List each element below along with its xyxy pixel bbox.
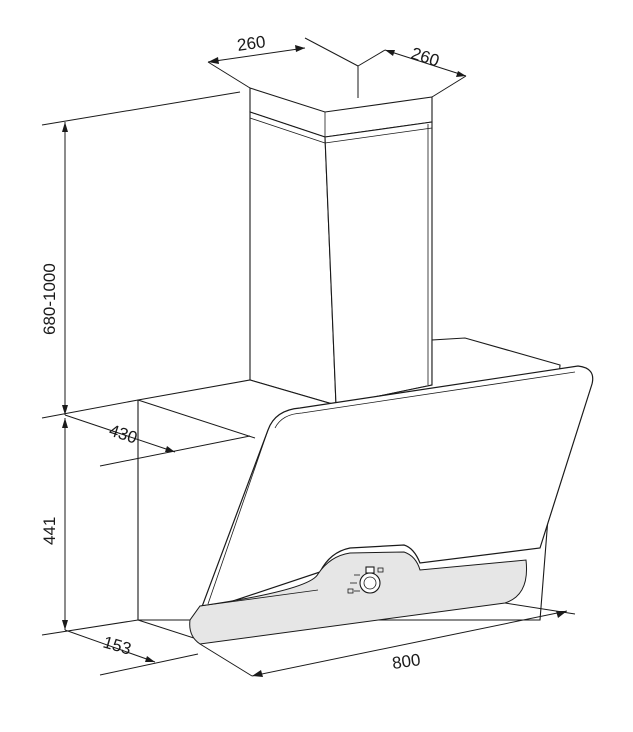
chimney bbox=[249, 87, 433, 406]
hood-depth-label: 430 bbox=[107, 421, 140, 448]
dimension-hood-depth: 430 bbox=[41, 399, 251, 467]
chimney-width-label: 260 bbox=[236, 32, 267, 55]
glass-bottom-strip bbox=[189, 551, 528, 645]
dimension-hood-width: 800 bbox=[199, 602, 576, 677]
base-depth-label: 153 bbox=[101, 633, 134, 659]
dimension-chimney-height: 680-1000 bbox=[40, 91, 241, 415]
chimney-depth-label: 260 bbox=[409, 44, 442, 71]
hood-width-label: 800 bbox=[391, 650, 422, 673]
glass-panel bbox=[198, 365, 594, 613]
chimney-right-face bbox=[324, 121, 433, 406]
bottom-strip bbox=[189, 551, 528, 645]
dimension-chimney-depth: 260 bbox=[357, 44, 467, 98]
chimney-height-label: 680-1000 bbox=[40, 263, 59, 335]
control-knob-icon bbox=[347, 566, 384, 594]
dimension-hood-height: 441 bbox=[40, 418, 139, 636]
chimney-left-face bbox=[249, 111, 337, 406]
dimension-chimney-width: 260 bbox=[207, 32, 359, 98]
dimension-base-depth: 153 bbox=[64, 629, 199, 676]
glass-front-panel bbox=[198, 365, 594, 613]
hood-height-label: 441 bbox=[40, 517, 59, 545]
